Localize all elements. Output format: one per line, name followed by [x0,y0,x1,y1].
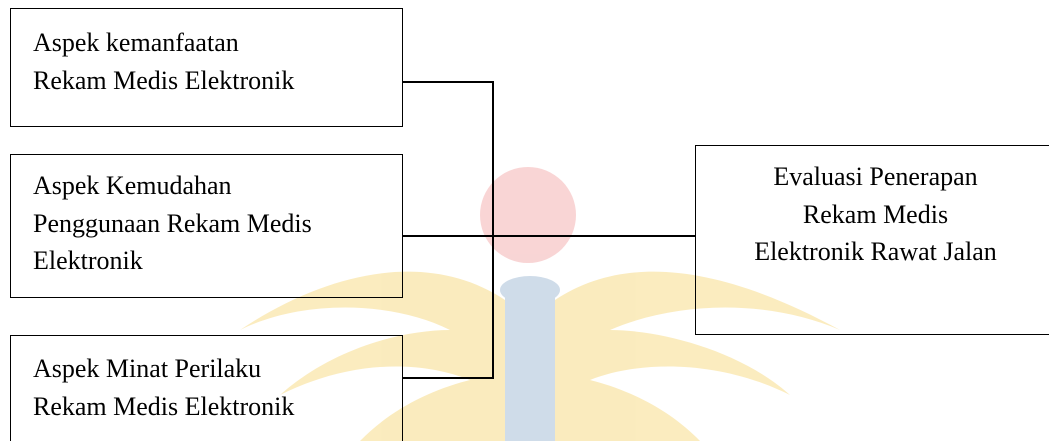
box-text-line: Aspek Kemudahan [33,171,232,200]
evaluation-outcome-box: Evaluasi Penerapan Rekam Medis Elektroni… [695,145,1049,335]
staff-shape [505,290,555,441]
box-text-line: Elektronik [33,246,143,276]
left-wing-shape [240,271,505,441]
aspect-ease-of-use-box: Aspek Kemudahan Penggunaan Rekam Medis E… [10,154,403,298]
aspect-usefulness-box: Aspek kemanfaatan Rekam Medis Elektronik [10,8,403,127]
box-text-line: Evaluasi Penerapan [773,162,978,191]
box-text-line: Rekam Medis Elektronik [33,391,295,421]
box-text-line: Aspek Minat Perilaku [33,354,262,383]
staff-cap-shape [500,276,560,304]
box-text-line: Penggunaan Rekam Medis [33,208,312,238]
box-text-line: Elektronik Rawat Jalan [754,237,997,267]
bracket-connector [403,81,494,379]
aspect-behavioral-intention-box: Aspek Minat Perilaku Rekam Medis Elektro… [10,335,403,441]
box-text-line: Rekam Medis Elektronik [33,65,295,95]
orb-shape [480,167,576,263]
right-wing-shape [555,271,840,441]
box-text-line: Rekam Medis [802,199,949,229]
box-text-line: Aspek kemanfaatan [33,28,239,57]
